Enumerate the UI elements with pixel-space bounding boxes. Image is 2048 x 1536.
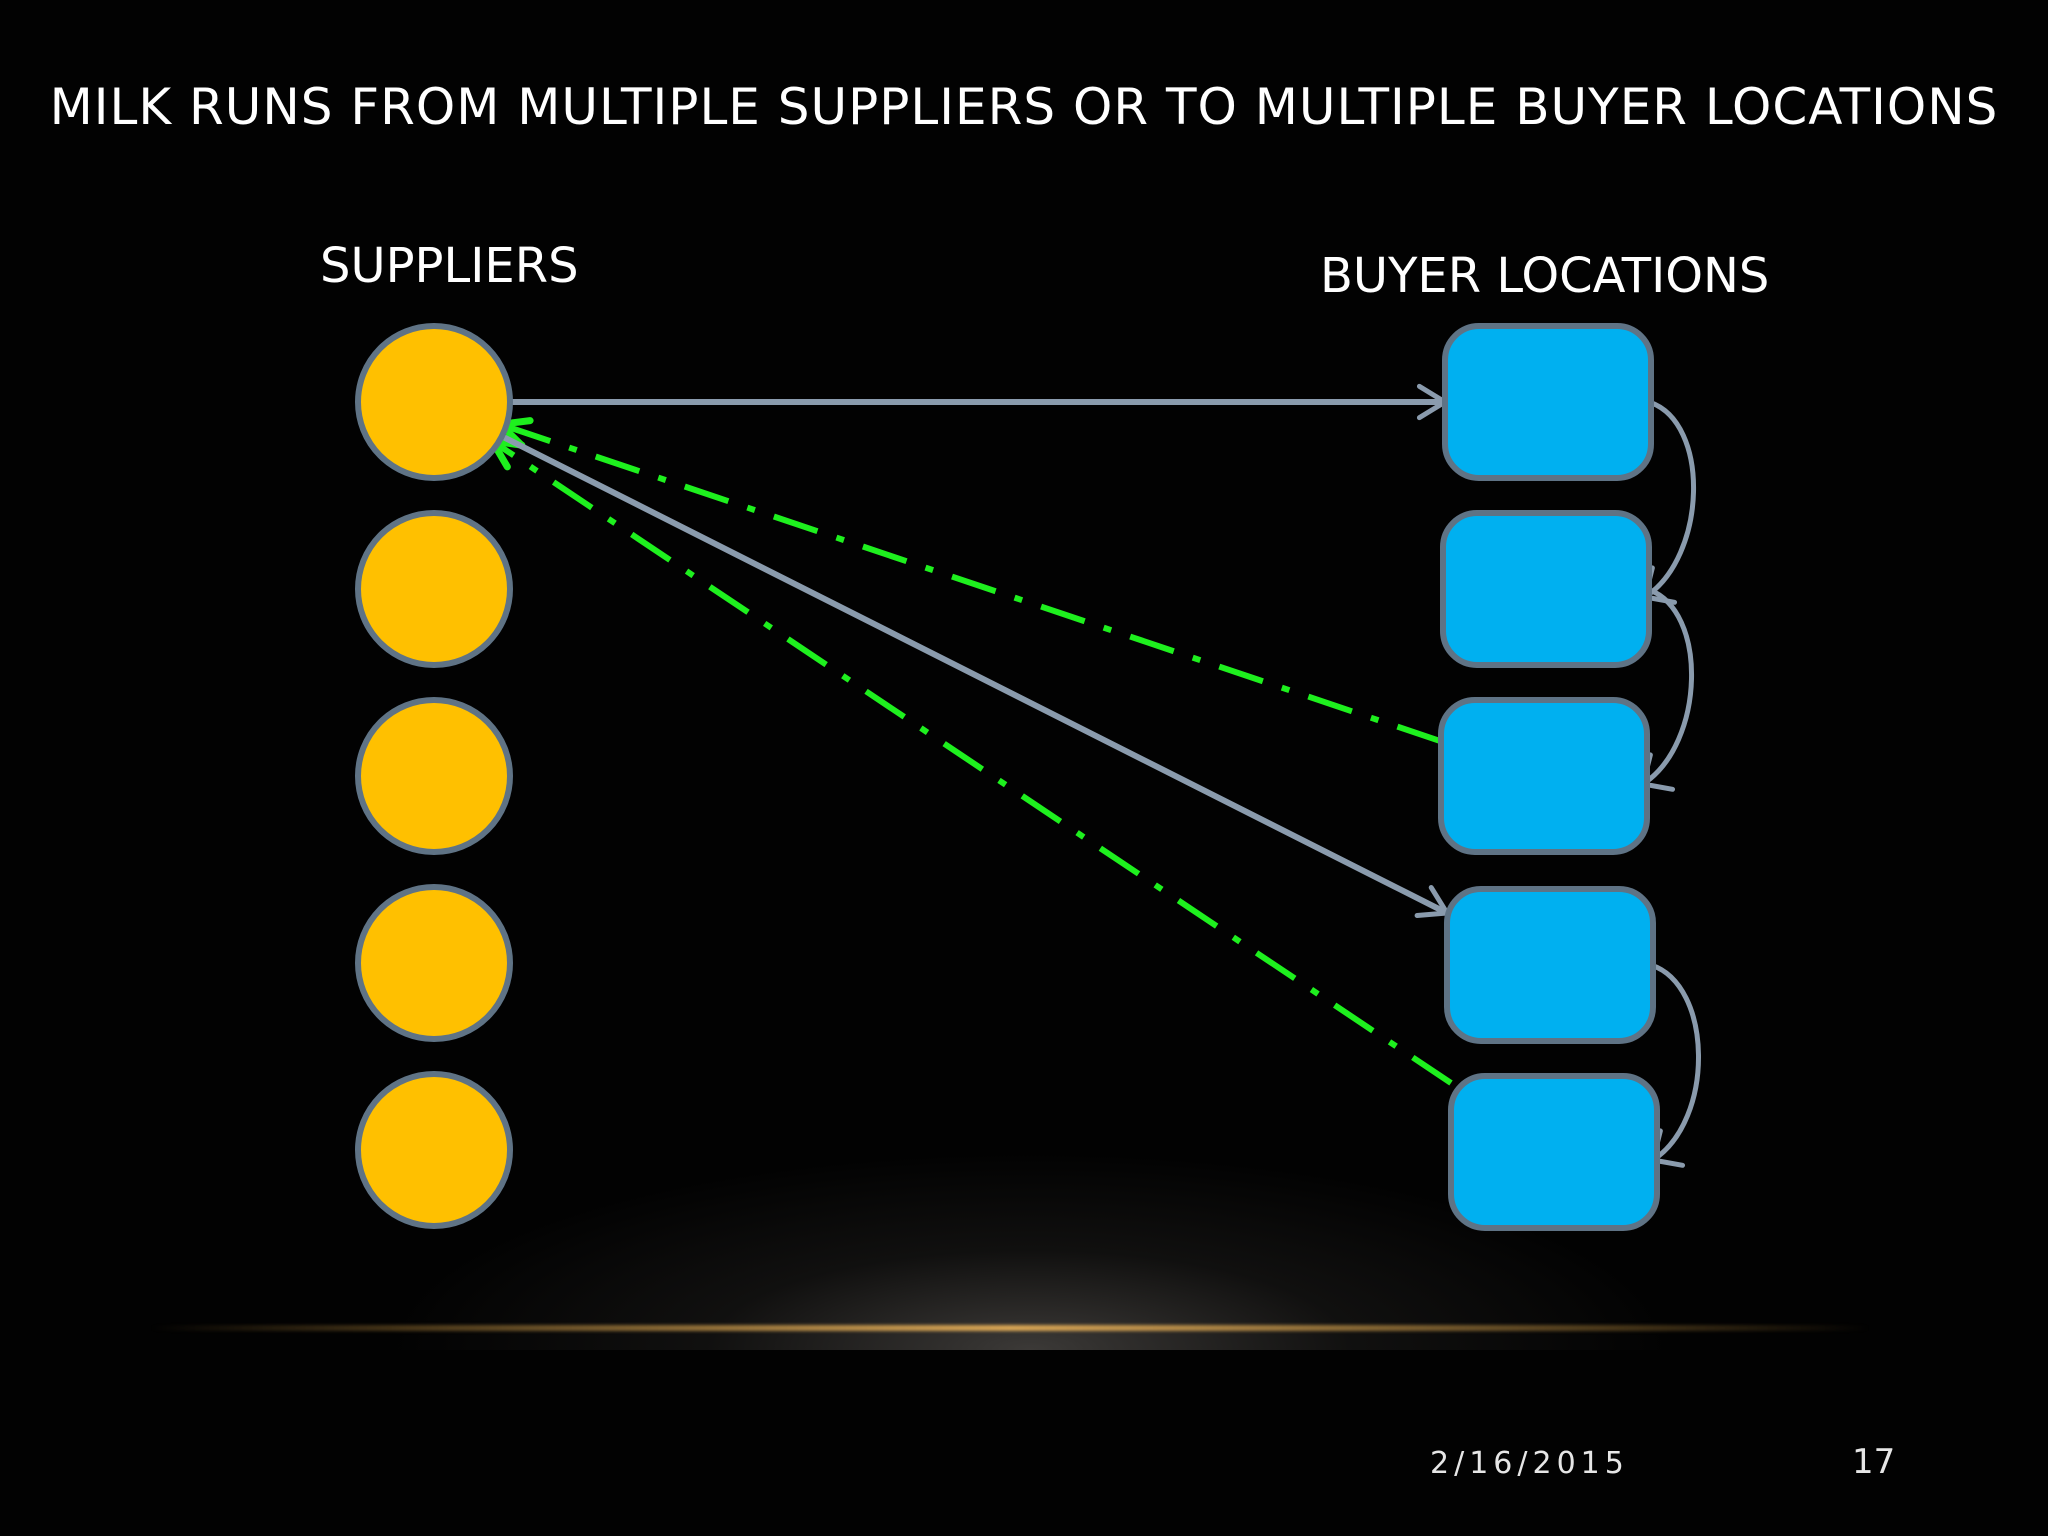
milk-run-arc [1640, 586, 1695, 787]
supplier-node [355, 323, 513, 481]
slide-number: 17 [1852, 1442, 1896, 1482]
return-route-line [499, 421, 1442, 745]
suppliers-label: SUPPLIERS [320, 238, 579, 294]
milk-run-arc [1642, 399, 1697, 600]
slide-title: MILK RUNS FROM MULTIPLE SUPPLIERS OR TO … [49, 78, 1999, 136]
return-route-line [490, 438, 1453, 1086]
milk-run-arc [1648, 962, 1701, 1163]
slide-date: 2/16/2015 [1430, 1446, 1629, 1481]
buyer-location-node [1448, 1073, 1660, 1231]
supplier-node [355, 697, 513, 855]
nodes-layer [355, 323, 1660, 1231]
buyer-location-node [1444, 886, 1656, 1044]
buyer-location-node [1442, 323, 1654, 481]
delivery-arrow-line [498, 433, 1450, 917]
buyer-location-node [1438, 697, 1650, 855]
buyer-locations-label: BUYER LOCATIONS [1320, 248, 1770, 304]
supplier-node [355, 1071, 513, 1229]
horizon-line [150, 1325, 1870, 1331]
supplier-node [355, 510, 513, 668]
buyer-location-node [1440, 510, 1652, 668]
supplier-node [355, 884, 513, 1042]
